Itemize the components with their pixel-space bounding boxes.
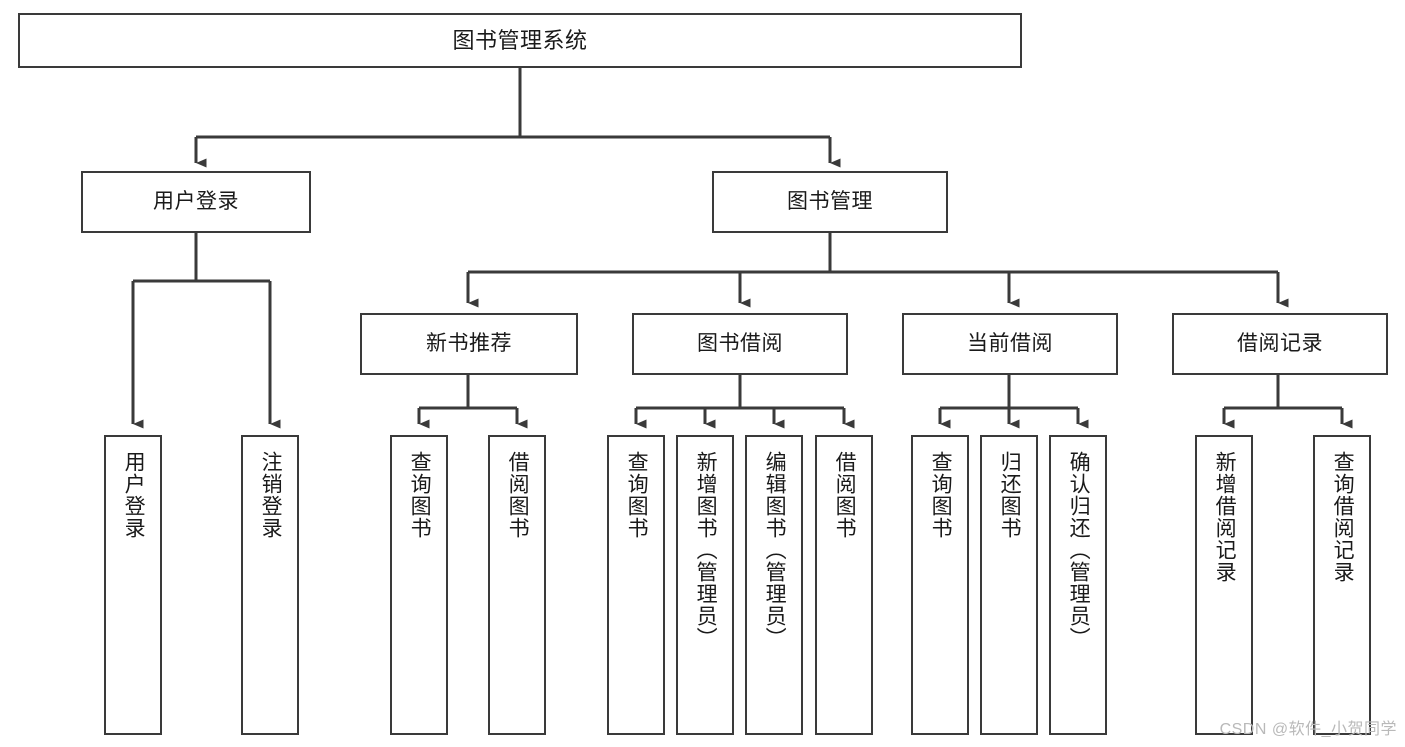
node-new-book-recommend-label: 新书推荐: [426, 331, 512, 355]
leaf-borrow-query-book-label: 查询图书: [625, 451, 649, 539]
node-borrow-record-label: 借阅记录: [1237, 331, 1323, 355]
leaf-current-confirm-return-admin-label: 确认归还（管理员）: [1067, 451, 1091, 649]
leaf-user-login-login-label: 用户登录: [122, 451, 146, 539]
leaf-current-query-book[interactable]: 查询图书: [911, 435, 969, 735]
leaf-current-return-book[interactable]: 归还图书: [980, 435, 1038, 735]
leaf-new-book-query-book[interactable]: 查询图书: [390, 435, 448, 735]
node-book-management[interactable]: 图书管理: [712, 171, 948, 233]
leaf-borrow-borrow-book[interactable]: 借阅图书: [815, 435, 873, 735]
leaf-current-query-book-label: 查询图书: [929, 451, 953, 539]
leaf-current-return-book-label: 归还图书: [998, 451, 1022, 539]
node-user-login[interactable]: 用户登录: [81, 171, 311, 233]
leaf-borrow-query-book[interactable]: 查询图书: [607, 435, 665, 735]
node-new-book-recommend[interactable]: 新书推荐: [360, 313, 578, 375]
leaf-user-login-logout-label: 注销登录: [259, 451, 283, 539]
leaf-record-query-borrow-record-label: 查询借阅记录: [1331, 451, 1355, 583]
node-book-borrow-label: 图书借阅: [697, 331, 783, 355]
leaf-borrow-add-book-admin[interactable]: 新增图书（管理员）: [676, 435, 734, 735]
leaf-user-login-login[interactable]: 用户登录: [104, 435, 162, 735]
leaf-record-query-borrow-record[interactable]: 查询借阅记录: [1313, 435, 1371, 735]
node-root-book-management-system[interactable]: 图书管理系统: [18, 13, 1022, 68]
leaf-borrow-borrow-book-label: 借阅图书: [833, 451, 857, 539]
leaf-borrow-edit-book-admin-label: 编辑图书（管理员）: [763, 451, 787, 649]
leaf-new-book-borrow-book-label: 借阅图书: [506, 451, 530, 539]
leaf-borrow-add-book-admin-label: 新增图书（管理员）: [694, 451, 718, 649]
node-book-borrow[interactable]: 图书借阅: [632, 313, 848, 375]
node-current-borrow[interactable]: 当前借阅: [902, 313, 1118, 375]
node-book-management-label: 图书管理: [787, 189, 873, 213]
csdn-watermark: CSDN @软件_小贺同学: [1219, 721, 1397, 738]
leaf-user-login-logout[interactable]: 注销登录: [241, 435, 299, 735]
node-borrow-record[interactable]: 借阅记录: [1172, 313, 1388, 375]
leaf-record-add-borrow-record-label: 新增借阅记录: [1213, 451, 1237, 583]
leaf-current-confirm-return-admin[interactable]: 确认归还（管理员）: [1049, 435, 1107, 735]
node-root-label: 图书管理系统: [452, 27, 588, 53]
leaf-borrow-edit-book-admin[interactable]: 编辑图书（管理员）: [745, 435, 803, 735]
leaf-record-add-borrow-record[interactable]: 新增借阅记录: [1195, 435, 1253, 735]
leaf-new-book-query-book-label: 查询图书: [408, 451, 432, 539]
node-user-login-label: 用户登录: [153, 189, 239, 213]
leaf-new-book-borrow-book[interactable]: 借阅图书: [488, 435, 546, 735]
node-current-borrow-label: 当前借阅: [967, 331, 1053, 355]
